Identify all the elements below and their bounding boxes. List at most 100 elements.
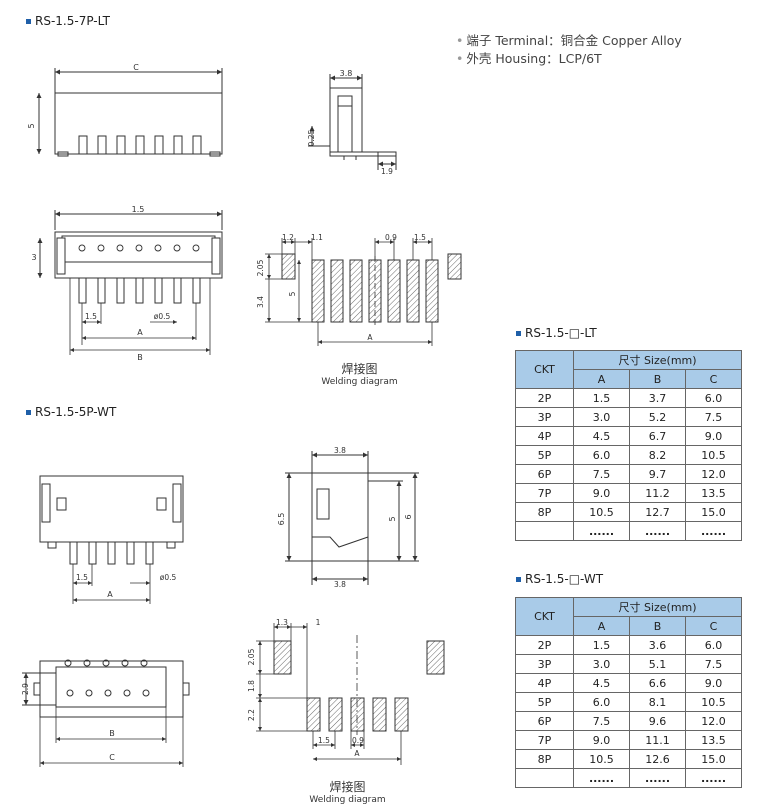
dim-2-05: 2.05 (256, 259, 265, 276)
cell-b: 11.1 (629, 730, 686, 750)
cell-ckt: 7P (515, 483, 574, 503)
cell-b: 9.7 (629, 464, 686, 484)
table-lt-title: RS-1.5-□-LT (516, 326, 597, 340)
cell-a: 3.0 (573, 407, 630, 427)
welding-caption-zh: 焊接图 (341, 362, 378, 376)
dim-3-4: 3.4 (256, 296, 265, 308)
dim-1-1: 1.1 (311, 233, 323, 242)
cell-ckt: 3P (515, 654, 574, 674)
cell-c: 10.5 (685, 692, 742, 712)
dim-1-3: 1.3 (276, 618, 288, 627)
dim-2-05-wt: 2.05 (247, 648, 256, 665)
dim-5-weld: 5 (288, 291, 297, 296)
cell-ckt: 4P (515, 673, 574, 693)
dim-1-5-wt: 1.5 (76, 573, 88, 582)
cell-c: 9.0 (685, 673, 742, 693)
cell-b: 9.6 (629, 711, 686, 731)
cell-ckt: 7P (515, 730, 574, 750)
wt-bottom-view-drawing: 2.9 B C (21, 659, 190, 767)
cell-b: 6.6 (629, 673, 686, 693)
cell-ckt (515, 768, 574, 788)
lt-top-view-drawing: 1.5 3 1.5 ø0.5 A B (31, 205, 223, 362)
dim-1-5-wt-weld: 1.5 (318, 736, 330, 745)
dim-1-8: 1.8 (247, 680, 256, 692)
cell-ckt: 2P (515, 388, 574, 408)
dim-2-9: 2.9 (21, 683, 30, 695)
col-header-ckt: CKT (515, 350, 574, 389)
table-wt-title: RS-1.5-□-WT (516, 572, 603, 586)
cell-a: 3.0 (573, 654, 630, 674)
dim-1-2: 1.2 (282, 233, 294, 242)
wt-welding-diagram: 1.3 1 2.05 1.8 2.2 1.5 0.9 A (247, 618, 445, 765)
dim-a-wt: A (107, 590, 113, 599)
cell-a: 4.5 (573, 426, 630, 446)
cell-a: 6.0 (573, 692, 630, 712)
cell-b: 8.1 (629, 692, 686, 712)
cell-a: 9.0 (573, 730, 630, 750)
wt-side-view-drawing: 3.8 6.5 5 6 3.8 (277, 446, 419, 589)
cell-c: 12.0 (685, 711, 742, 731)
dim-b-wt: B (109, 729, 115, 738)
cell-ckt: 6P (515, 711, 574, 731)
cell-c: ...... (685, 521, 742, 541)
cell-c: 7.5 (685, 654, 742, 674)
table-row: .................. (515, 768, 742, 788)
welding-caption-zh: 焊接图 (329, 780, 366, 794)
table-lt-title-text: RS-1.5-□-LT (525, 326, 597, 340)
cell-ckt: 8P (515, 502, 574, 522)
cell-c: 15.0 (685, 749, 742, 769)
cell-ckt (515, 521, 574, 541)
cell-b: 8.2 (629, 445, 686, 465)
cell-a: 7.5 (573, 711, 630, 731)
col-header-a: A (573, 369, 630, 389)
dim-0-5-dia: ø0.5 (154, 312, 171, 321)
bullet-dot-icon: • (456, 33, 464, 48)
dim-0-9: 0.9 (385, 233, 397, 242)
cell-b: 12.6 (629, 749, 686, 769)
col-header-size: 尺寸 Size(mm) (573, 597, 742, 617)
cell-ckt: 5P (515, 445, 574, 465)
col-header-b: B (629, 369, 686, 389)
cell-c: ...... (685, 768, 742, 788)
cell-c: 15.0 (685, 502, 742, 522)
cell-c: 9.0 (685, 426, 742, 446)
cell-b: ...... (629, 768, 686, 788)
lt-welding-caption: 焊接图 Welding diagram (312, 360, 407, 387)
cell-c: 6.0 (685, 388, 742, 408)
dim-3-8-wt-bottom: 3.8 (334, 580, 346, 589)
dim-c-wt: C (109, 753, 115, 762)
cell-b: 6.7 (629, 426, 686, 446)
dim-a: A (137, 328, 143, 337)
dim-0-9-wt: 0.9 (352, 736, 364, 745)
lt-front-view-drawing: C 5 (27, 63, 223, 157)
cell-a: ...... (573, 768, 630, 788)
section-title-wt5-text: RS-1.5-5P-WT (35, 405, 117, 419)
col-header-a: A (573, 616, 630, 636)
cell-a: 10.5 (573, 502, 630, 522)
lt-welding-diagram: 1.2 1.1 0.9 1.5 2.05 3.4 5 A (256, 233, 462, 346)
dim-1-5-pitch: 1.5 (85, 312, 97, 321)
cell-b: ...... (629, 521, 686, 541)
dim-c-top: C (133, 63, 139, 72)
cell-ckt: 3P (515, 407, 574, 427)
cell-b: 5.1 (629, 654, 686, 674)
section-title-wt5: RS-1.5-5P-WT (26, 405, 116, 419)
cell-b: 11.2 (629, 483, 686, 503)
dim-3-8-side: 3.8 (340, 69, 353, 78)
spec-terminal-text: 端子 Terminal：铜合金 Copper Alloy (466, 33, 682, 48)
welding-caption-en: Welding diagram (309, 795, 386, 805)
cell-ckt: 2P (515, 635, 574, 655)
dim-6-5: 6.5 (277, 513, 286, 526)
spec-housing-text: 外壳 Housing：LCP/6T (466, 51, 602, 66)
dim-1-9: 1.9 (381, 167, 393, 176)
col-header-ckt: CKT (515, 597, 574, 636)
dim-1: 1 (316, 618, 321, 627)
table-row: .................. (515, 521, 742, 541)
